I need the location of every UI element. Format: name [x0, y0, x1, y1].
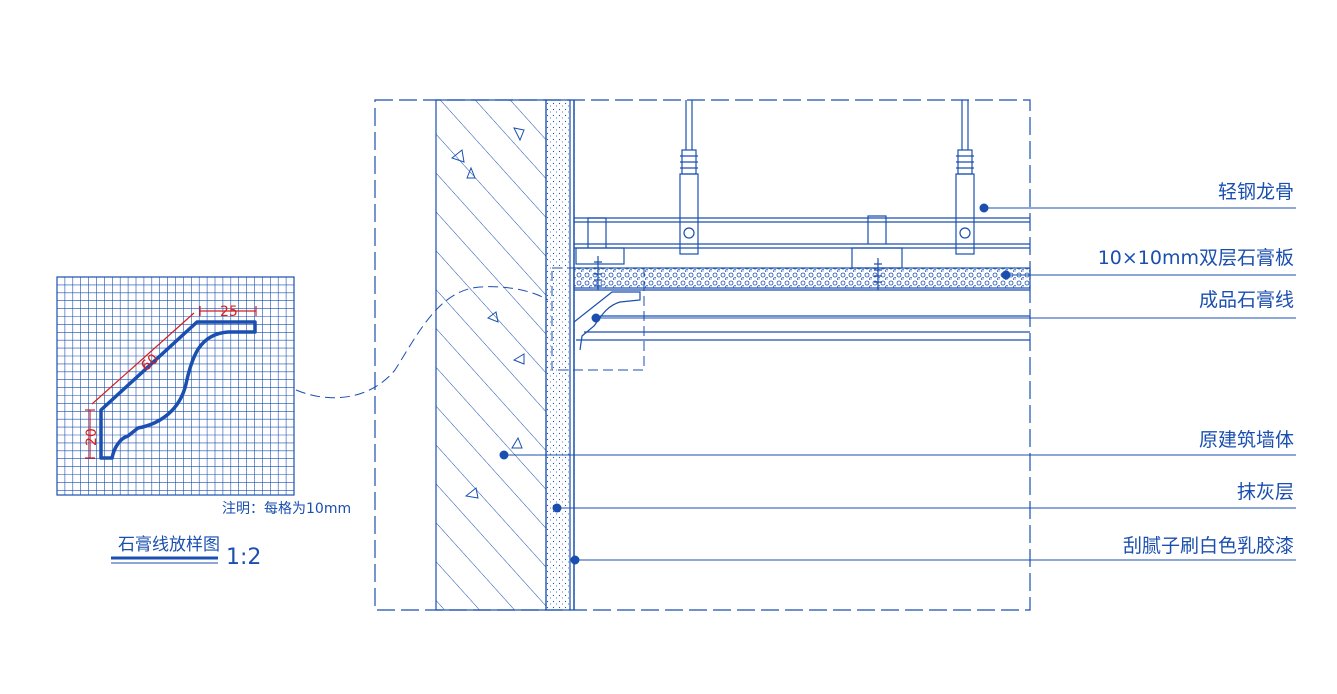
label-light-steel-keel: 轻钢龙骨 — [1218, 181, 1294, 203]
hanger-right — [955, 100, 975, 255]
gypsum-board — [573, 267, 1031, 289]
dimension-lines — [85, 306, 257, 459]
wall-triangles — [450, 127, 525, 499]
label-putty-paint: 刮腻子刷白色乳胶漆 — [1123, 535, 1294, 557]
light-steel-keel — [574, 215, 1030, 269]
molding-profile — [99, 320, 257, 460]
section-boundary — [374, 99, 1031, 611]
detail-title: 石膏线放样图 — [118, 534, 220, 555]
detail-scale: 1:2 — [226, 545, 261, 570]
molding-template-detail: 25 60 20 注明：每格为10mm 石膏线放样图 1:2 — [56, 276, 351, 570]
original-wall — [435, 99, 547, 611]
ceiling-section — [374, 99, 1031, 611]
label-gypsum-board: 10×10mm双层石膏板 — [1098, 246, 1294, 269]
hanger-left — [679, 100, 699, 255]
grid-lines — [57, 277, 294, 495]
plaster-layer — [545, 99, 571, 611]
label-plaster-layer: 抹灰层 — [1237, 481, 1294, 503]
grid-note: 注明：每格为10mm — [222, 501, 351, 517]
gypsum-molding — [573, 291, 1030, 351]
molding-detail-callout — [551, 267, 645, 371]
dim-side-label: 20 — [84, 428, 100, 446]
dim-top-label: 25 — [220, 304, 238, 320]
detail-leader-curve — [295, 286, 549, 399]
label-original-wall: 原建筑墙体 — [1199, 429, 1294, 451]
leader-lines — [499, 203, 1296, 565]
label-gypsum-molding: 成品石膏线 — [1199, 288, 1294, 311]
